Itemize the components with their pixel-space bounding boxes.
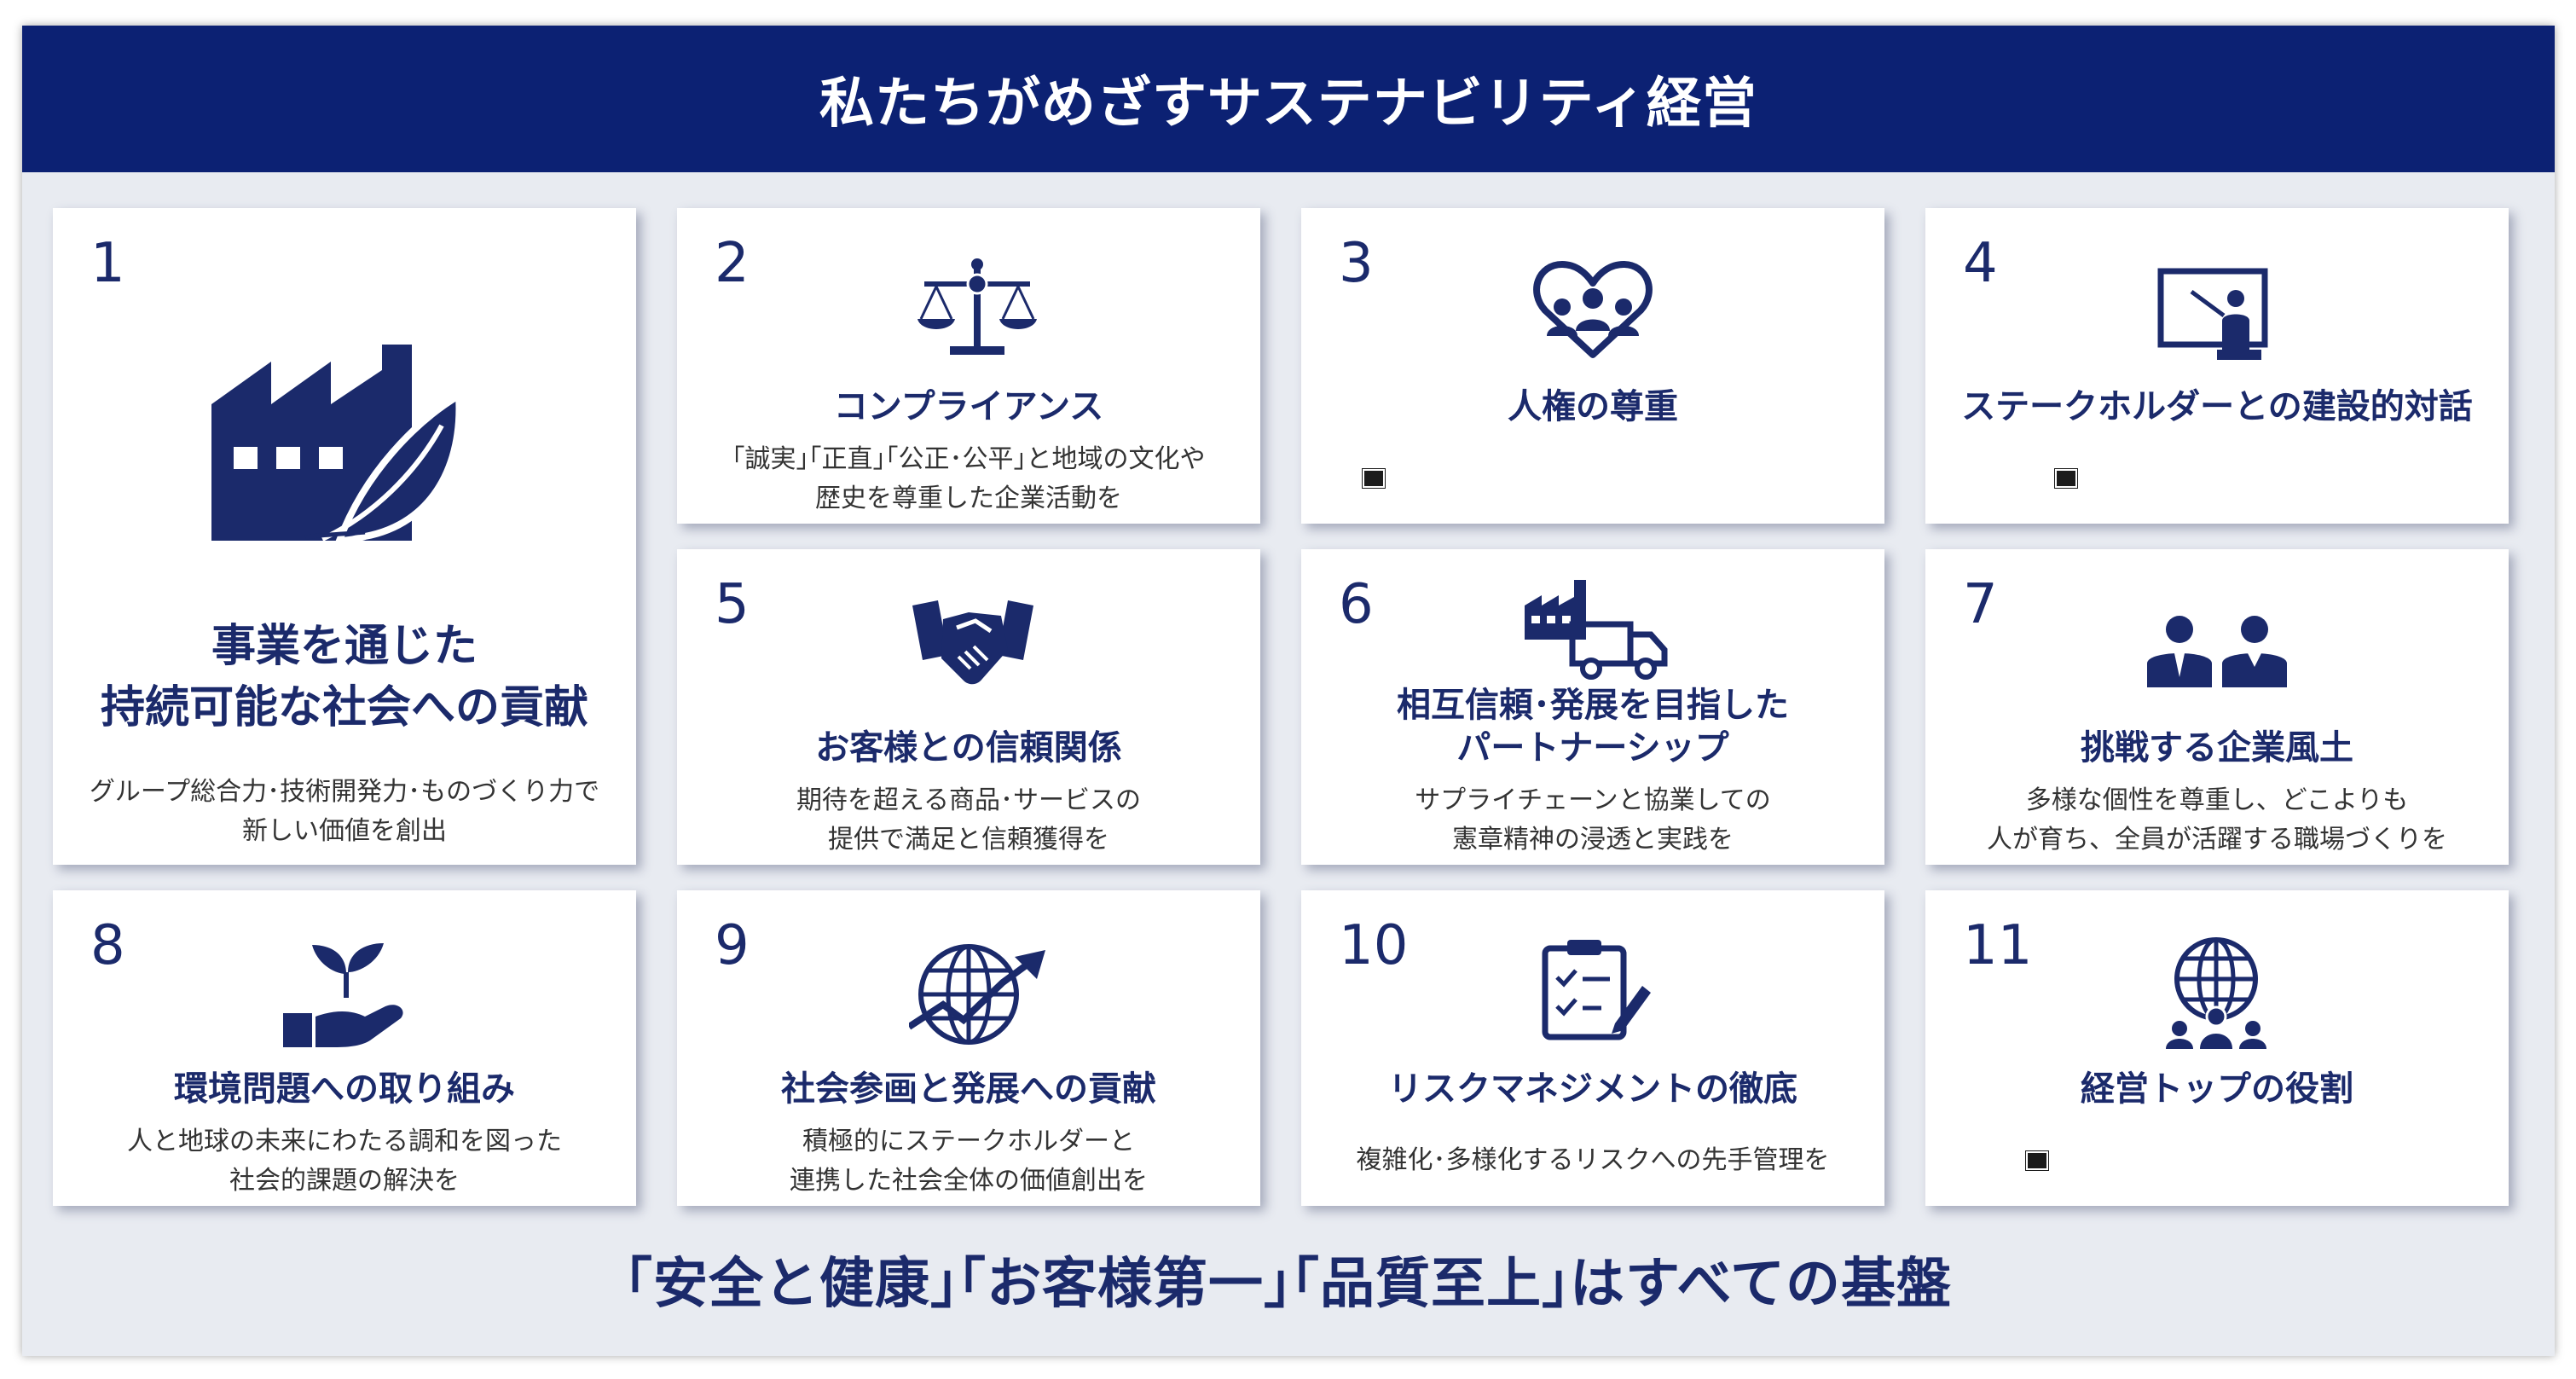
- card-desc-line: 提供で満足と信頼獲得を: [828, 825, 1109, 855]
- card-description: 期待を超える商品･サービスの 提供で満足と信頼獲得を: [677, 781, 1260, 860]
- card-number: 8: [90, 914, 125, 977]
- heart-people-icon: [1533, 259, 1653, 365]
- card-number: 2: [715, 232, 750, 295]
- presentation-board-icon: [2157, 268, 2268, 365]
- page-title: 私たちがめざすサステナビリティ経営: [819, 72, 1757, 136]
- card-title: お客様との信頼関係: [677, 727, 1260, 769]
- card-desc-line: 人と地球の未来にわたる調和を図った: [127, 1127, 562, 1156]
- card-number: 3: [1339, 232, 1374, 295]
- globe-people-icon: [2161, 935, 2272, 1054]
- card-description: ｢誠実｣｢正直｣｢公正･公平｣と地域の文化や 歴史を尊重した企業活動を: [677, 440, 1260, 519]
- card-title-line: パートナーシップ: [1456, 728, 1729, 768]
- card-desc-line: 憲章精神の浸透と実践を: [1452, 825, 1734, 855]
- card-number: 10: [1339, 914, 1409, 977]
- card-title-line: お客様との信頼関係: [815, 728, 1122, 768]
- card-title-line: 社会参画と発展への貢献: [781, 1069, 1156, 1109]
- card-10: 10 リスクマネジメントの徹底 複雑化･多様化するリスクへの先手管理を: [1301, 890, 1884, 1206]
- clipboard-checklist-icon: [1542, 938, 1653, 1044]
- card-title: 人権の尊重: [1301, 385, 1884, 428]
- card-description: 多様な個性を尊重し、どこよりも 人が育ち、全員が活躍する職場づくりを: [1925, 781, 2509, 860]
- card-6: 6 相互信頼･発展を目指した パートナーシップ サプライチェーンと協業しての 憲…: [1301, 549, 1884, 865]
- card-desc-line: 新しい価値を創出: [242, 816, 447, 846]
- card-1: 1 事業を通じた 持続可能な社会への貢献 グループ総合力･技術開発力･ものづくり…: [53, 208, 636, 865]
- card-description: 人と地球の未来にわたる調和を図った 社会的課題の解決を: [53, 1122, 636, 1201]
- card-title: 環境問題への取り組み: [53, 1068, 636, 1110]
- glyph-mark: [2054, 468, 2078, 489]
- card-title-line: 環境問題への取り組み: [174, 1069, 515, 1109]
- globe-growth-icon: [906, 938, 1054, 1052]
- card-title-line: 挑戦する企業風土: [2081, 728, 2353, 768]
- card-desc-line: サプライチェーンと協業しての: [1415, 785, 1771, 815]
- card-description: サプライチェーンと協業しての 憲章精神の浸透と実践を: [1301, 781, 1884, 860]
- card-11: 11 経営トップの役割: [1925, 890, 2509, 1206]
- card-desc-line: ｢誠実｣｢正直｣｢公正･公平｣と地域の文化や: [732, 444, 1206, 474]
- two-people-icon: [2142, 616, 2292, 691]
- card-title: リスクマネジメントの徹底: [1301, 1068, 1884, 1110]
- card-number: 6: [1339, 573, 1374, 636]
- card-desc-line: 複雑化･多様化するリスクへの先手管理を: [1356, 1145, 1830, 1175]
- card-description: グループ総合力･技術開発力･ものづくり力で 新しい価値を創出: [53, 773, 636, 851]
- card-number: 1: [90, 232, 125, 295]
- card-title: 社会参画と発展への貢献: [677, 1068, 1260, 1110]
- card-title-line: 経営トップの役割: [2081, 1069, 2353, 1109]
- card-title: ステークホルダーとの建設的対話: [1925, 385, 2509, 428]
- card-5: 5 お客様との信頼関係 期待を超える商品･サービスの 提供で満足と信頼獲得を: [677, 549, 1260, 865]
- card-title: 挑戦する企業風土: [1925, 727, 2509, 769]
- card-title: 相互信頼･発展を目指した パートナーシップ: [1301, 684, 1884, 769]
- card-title-line: ステークホルダーとの建設的対話: [1961, 387, 2473, 426]
- card-7: 7 挑戦する企業風土 多様な個性を尊重し、どこよりも 人が育ち、全員が活躍する職…: [1925, 549, 2509, 865]
- card-desc-line: 多様な個性を尊重し、どこよりも: [2025, 785, 2409, 815]
- card-number: 11: [1963, 914, 2033, 977]
- card-description: 積極的にステークホルダーと 連携した社会全体の価値創出を: [677, 1122, 1260, 1201]
- card-desc-line: グループ総合力･技術開発力･ものづくり力で: [89, 777, 600, 807]
- card-9: 9 社会参画と発展への貢献 積極的にステークホルダーと 連携した社会全体の価値創…: [677, 890, 1260, 1206]
- card-title-line: 事業を通じた: [211, 621, 478, 672]
- card-number: 7: [1963, 573, 1998, 636]
- card-8: 8 環境問題への取り組み 人と地球の未来にわたる調和を図った 社会的課題の解決を: [53, 890, 636, 1206]
- card-title-line: コンプライアンス: [833, 387, 1104, 426]
- card-number: 4: [1963, 232, 1998, 295]
- hand-sprout-icon: [283, 938, 411, 1052]
- card-desc-line: 積極的にステークホルダーと: [802, 1127, 1135, 1156]
- card-title-line: リスクマネジメントの徹底: [1388, 1069, 1797, 1109]
- card-description: 複雑化･多様化するリスクへの先手管理を: [1301, 1141, 1884, 1180]
- card-2: 2 コンプライアンス ｢誠実｣｢正直｣｢公正･公平｣と地域の文化や 歴史を尊重し…: [677, 208, 1260, 524]
- card-desc-line: 期待を超える商品･サービスの: [796, 785, 1142, 815]
- card-number: 9: [715, 914, 750, 977]
- card-title-line: 持続可能な社会への貢献: [100, 682, 588, 733]
- card-title: 経営トップの役割: [1925, 1068, 2509, 1110]
- factory-leaf-icon: [211, 345, 467, 545]
- card-desc-line: 社会的課題の解決を: [229, 1166, 460, 1196]
- card-title: 事業を通じた 持続可能な社会への貢献: [53, 616, 636, 739]
- header-banner: 私たちがめざすサステナビリティ経営: [22, 26, 2555, 172]
- card-desc-line: 人が育ち、全員が活躍する職場づくりを: [1987, 825, 2447, 855]
- card-desc-line: 連携した社会全体の価値創出を: [790, 1166, 1148, 1196]
- card-number: 5: [715, 573, 750, 636]
- card-4: 4 ステークホルダーとの建設的対話: [1925, 208, 2509, 524]
- card-title: コンプライアンス: [677, 385, 1260, 428]
- foundation-statement: ｢安全と健康｣｢お客様第一｣｢品質至上｣はすべての基盤: [625, 1253, 1952, 1316]
- footer-banner: ｢安全と健康｣｢お客様第一｣｢品質至上｣はすべての基盤: [22, 1237, 2555, 1322]
- card-title-line: 人権の尊重: [1508, 387, 1678, 426]
- handshake-icon: [909, 597, 1037, 703]
- glyph-mark: [2025, 1150, 2049, 1171]
- glyph-mark: [1362, 468, 1386, 489]
- factory-truck-icon: [1525, 580, 1670, 686]
- card-desc-line: 歴史を尊重した企業活動を: [815, 484, 1122, 513]
- card-3: 3 人権の尊重: [1301, 208, 1884, 524]
- card-title-line: 相互信頼･発展を目指した: [1397, 686, 1789, 725]
- scales-icon: [918, 258, 1037, 363]
- diagram-frame: 私たちがめざすサステナビリティ経営 1 事業を通じた 持続可能な社会への貢献 グ…: [22, 26, 2555, 1356]
